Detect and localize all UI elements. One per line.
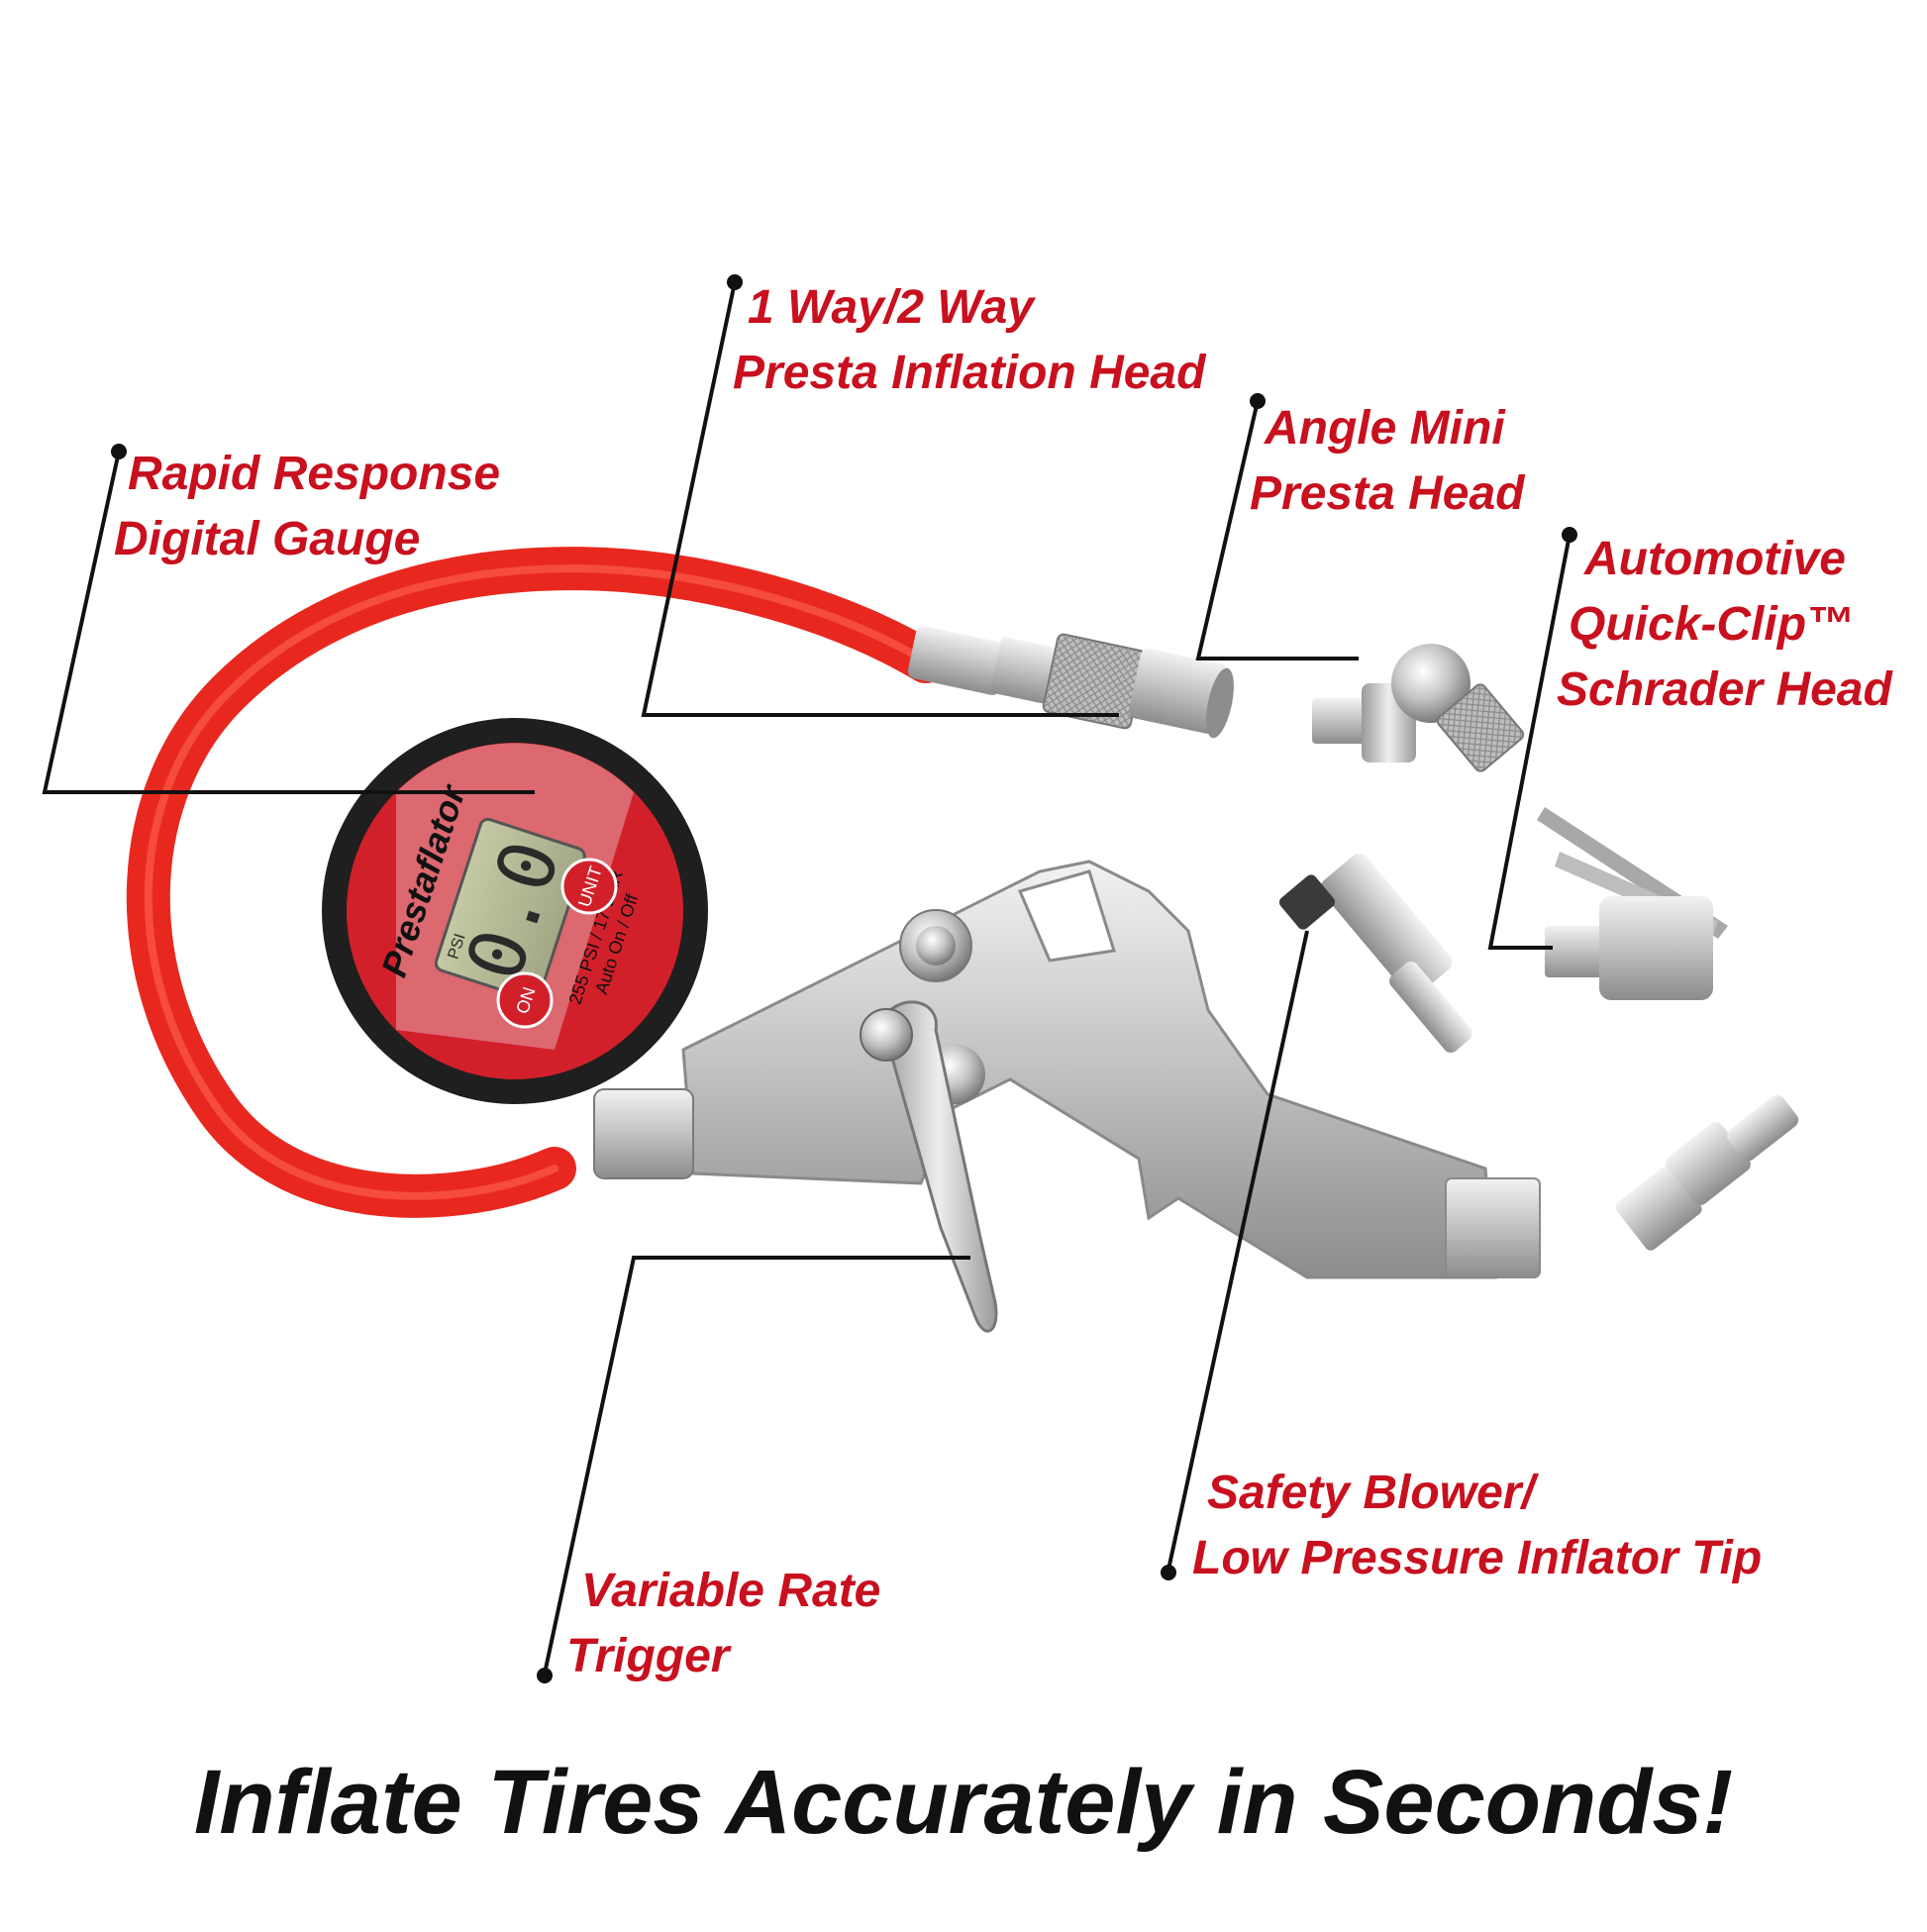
leader-gauge [42, 451, 535, 794]
callout-blower-line2: Low Pressure Inflator Tip [1192, 1532, 1763, 1584]
callout-quick-clip-schrader-head: Automotive Quick-Clip™ Schrader Head [1557, 527, 1892, 723]
digital-gauge: 0.0 PSI Prestaflator 255 PSI / 17 BAR Au… [322, 718, 708, 1104]
leader-blower [1166, 930, 1309, 1571]
angle-mini-presta-head [1312, 644, 1525, 772]
coupler-plug [1615, 1094, 1799, 1251]
leader-schrader [1487, 534, 1572, 950]
callout-schrader-line3: Schrader Head [1557, 663, 1892, 716]
callout-safety-blower: Safety Blower/ Low Pressure Inflator Tip [1192, 1461, 1762, 1591]
callout-angle-line2: Presta Head [1250, 467, 1525, 520]
unit-button[interactable] [560, 858, 618, 915]
on-button[interactable] [496, 971, 554, 1029]
callout-variable-rate-trigger: Variable Rate Trigger [566, 1559, 880, 1689]
callout-digital-gauge: Rapid Response Digital Gauge [114, 442, 500, 572]
callout-presta-line2: Presta Inflation Head [733, 347, 1206, 399]
callout-presta-line1: 1 Way/2 Way [748, 281, 1035, 334]
leader-lines [42, 281, 1572, 1675]
safety-blower-tip [1278, 853, 1472, 1053]
callout-schrader-line2: Quick-Clip™ [1569, 598, 1855, 651]
callout-gauge-line2: Digital Gauge [114, 513, 421, 565]
tagline: Inflate Tires Accurately in Seconds! [193, 1752, 1734, 1853]
callout-presta-inflation-head: 1 Way/2 Way Presta Inflation Head [733, 275, 1205, 406]
lcd-screen [434, 817, 586, 1001]
callout-trigger-line1: Variable Rate [581, 1565, 881, 1617]
leader-presta [641, 281, 1119, 717]
callout-schrader-line1: Automotive [1584, 533, 1846, 585]
callout-trigger-line2: Trigger [566, 1630, 730, 1682]
leader-angle [1195, 400, 1359, 661]
callout-blower-line1: Safety Blower/ [1207, 1467, 1535, 1519]
callout-gauge-line1: Rapid Response [128, 448, 501, 500]
presta-inflation-head [907, 626, 1234, 739]
callout-angle-line1: Angle Mini [1265, 402, 1505, 455]
inflator-gun-body [593, 860, 1541, 1333]
leader-trigger [543, 1256, 970, 1675]
callout-angle-mini-presta-head: Angle Mini Presta Head [1250, 396, 1524, 527]
quick-clip-schrader-head [1537, 807, 1728, 1000]
trigger [879, 1000, 998, 1333]
leader-dots [111, 274, 1577, 1683]
